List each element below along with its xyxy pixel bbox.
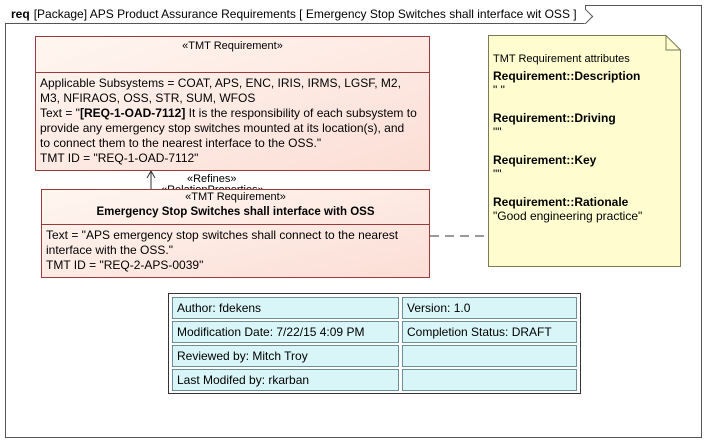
table-row: Modification Date: 7/22/15 4:09 PM Compl… — [172, 321, 577, 343]
attr-description-key: Requirement::Description — [493, 69, 641, 83]
attr-description-value: " " — [493, 83, 505, 97]
child-separator — [42, 224, 429, 225]
child-text-line2: interface with the OSS." — [46, 243, 173, 257]
note-shape — [488, 35, 681, 267]
version-cell: Version: 1.0 — [402, 297, 577, 319]
last-modified-by-cell: Last Modifed by: rkarban — [172, 369, 399, 391]
child-text-line1: Text = "APS emergency stop switches shal… — [46, 228, 399, 242]
attr-rationale-value: "Good engineering practice" — [493, 209, 643, 223]
table-row: Author: fdekens Version: 1.0 — [172, 297, 577, 319]
refines-label: «Refines» — [187, 173, 237, 185]
parent-text-id: [REQ-1-OAD-7112] — [79, 106, 186, 120]
empty-cell — [402, 345, 577, 367]
diagram-title: [Package] APS Product Assurance Requirem… — [33, 7, 577, 21]
parent-text-prefix: Text = " — [40, 106, 80, 120]
requirement-child[interactable]: «TMT Requirement» Emergency Stop Switche… — [41, 189, 430, 278]
diagram-kind: req — [11, 7, 30, 21]
parent-text-line5: to connect them to the nearest interface… — [40, 136, 322, 150]
child-tmt-id: TMT ID = "REQ-2-APS-0039" — [46, 258, 204, 272]
attr-key-key: Requirement::Key — [493, 153, 597, 167]
diagram-frame-tab[interactable]: req[Package] APS Product Assurance Requi… — [5, 5, 586, 24]
parent-subsystems-line2: M3, NFIRAOS, OSS, STR, SUM, WFOS — [40, 91, 256, 105]
parent-text-rest: It is the responsibility of each subsyst… — [185, 106, 417, 120]
attributes-note[interactable]: TMT Requirement attributes Requirement::… — [488, 35, 681, 267]
parent-separator — [36, 72, 429, 73]
note-title: TMT Requirement attributes — [493, 53, 630, 65]
table-row: Reviewed by: Mitch Troy — [172, 345, 577, 367]
parent-text-line4: provide any emergency stop switches moun… — [40, 121, 405, 135]
attr-key-value: "" — [493, 167, 502, 181]
info-table: Author: fdekens Version: 1.0 Modificatio… — [168, 293, 581, 394]
parent-text-line: Text = "[REQ-1-OAD-7112] It is the respo… — [40, 106, 425, 121]
attr-driving-value: "" — [493, 125, 502, 139]
child-name: Emergency Stop Switches shall interface … — [96, 206, 375, 218]
requirement-parent[interactable]: «TMT Requirement» Applicable Subsystems … — [35, 36, 430, 171]
modification-date-cell: Modification Date: 7/22/15 4:09 PM — [172, 321, 399, 343]
author-cell: Author: fdekens — [172, 297, 399, 319]
child-stereotype: «TMT Requirement» — [185, 191, 286, 203]
parent-tmt-id: TMT ID = "REQ-1-OAD-7112" — [40, 151, 199, 165]
reviewed-by-cell: Reviewed by: Mitch Troy — [172, 345, 399, 367]
parent-subsystems-line1: Applicable Subsystems = COAT, APS, ENC, … — [40, 76, 401, 90]
attr-driving-key: Requirement::Driving — [493, 111, 616, 125]
empty-cell — [402, 369, 577, 391]
attr-rationale-key: Requirement::Rationale — [493, 195, 629, 209]
completion-status-cell: Completion Status: DRAFT — [402, 321, 577, 343]
table-row: Last Modifed by: rkarban — [172, 369, 577, 391]
parent-stereotype: «TMT Requirement» — [182, 40, 283, 52]
